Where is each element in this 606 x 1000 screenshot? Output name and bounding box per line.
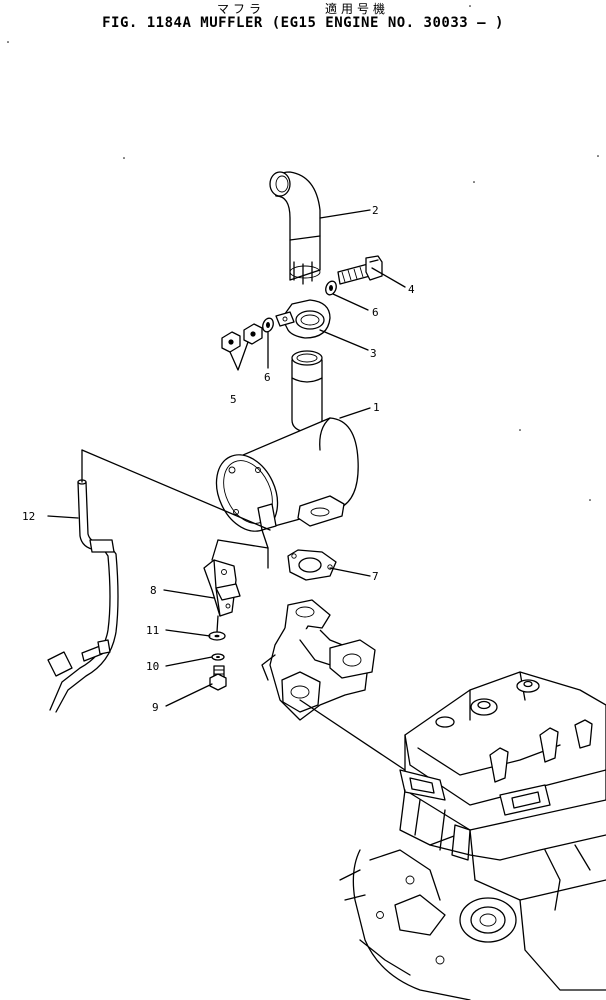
nut-part-5-a [221, 331, 241, 353]
callout-5: 5 [230, 393, 237, 406]
figure-title: FIG. 1184A MUFFLER (EG15 ENGINE NO. 3003… [102, 15, 504, 31]
callout-8: 8 [150, 584, 157, 597]
japanese-part-name: マフラ [216, 2, 265, 16]
spring-washer-part-10 [211, 653, 225, 661]
bracket-part-8 [203, 559, 241, 617]
engine-block [339, 671, 606, 1000]
nut-part-5-b [243, 323, 263, 345]
japanese-header: マフラ 適用号機 [0, 0, 606, 17]
washer-part-6-right [325, 280, 337, 296]
callout-7: 7 [372, 570, 379, 583]
callout-4: 4 [408, 283, 415, 296]
exhaust-manifold [261, 599, 376, 721]
callout-3: 3 [370, 347, 377, 360]
muffler-part-1 [215, 350, 359, 532]
washer-part-11 [208, 631, 226, 641]
bolt-part-9 [209, 665, 227, 691]
callout-6-right: 6 [372, 306, 379, 319]
japanese-applicability-label: 適用号機 [325, 2, 390, 16]
bolt-part-4 [337, 255, 383, 285]
callout-12: 12 [22, 510, 35, 523]
callout-2: 2 [372, 204, 379, 217]
clamp-part-3 [275, 299, 331, 339]
gasket-part-7 [287, 549, 337, 581]
manifold-leader-line [299, 699, 406, 771]
support-rod-part-12 [47, 479, 119, 713]
callout-11: 11 [146, 624, 159, 637]
callout-10: 10 [146, 660, 159, 673]
callout-6-left: 6 [264, 371, 271, 384]
elbow-pipe-part-2 [269, 171, 321, 285]
callout-1: 1 [373, 401, 380, 414]
scan-specks [7, 5, 599, 501]
assembly-lines [81, 449, 271, 633]
washer-part-6-left [262, 317, 274, 333]
callout-leaders [47, 209, 406, 707]
callout-9: 9 [152, 701, 159, 714]
